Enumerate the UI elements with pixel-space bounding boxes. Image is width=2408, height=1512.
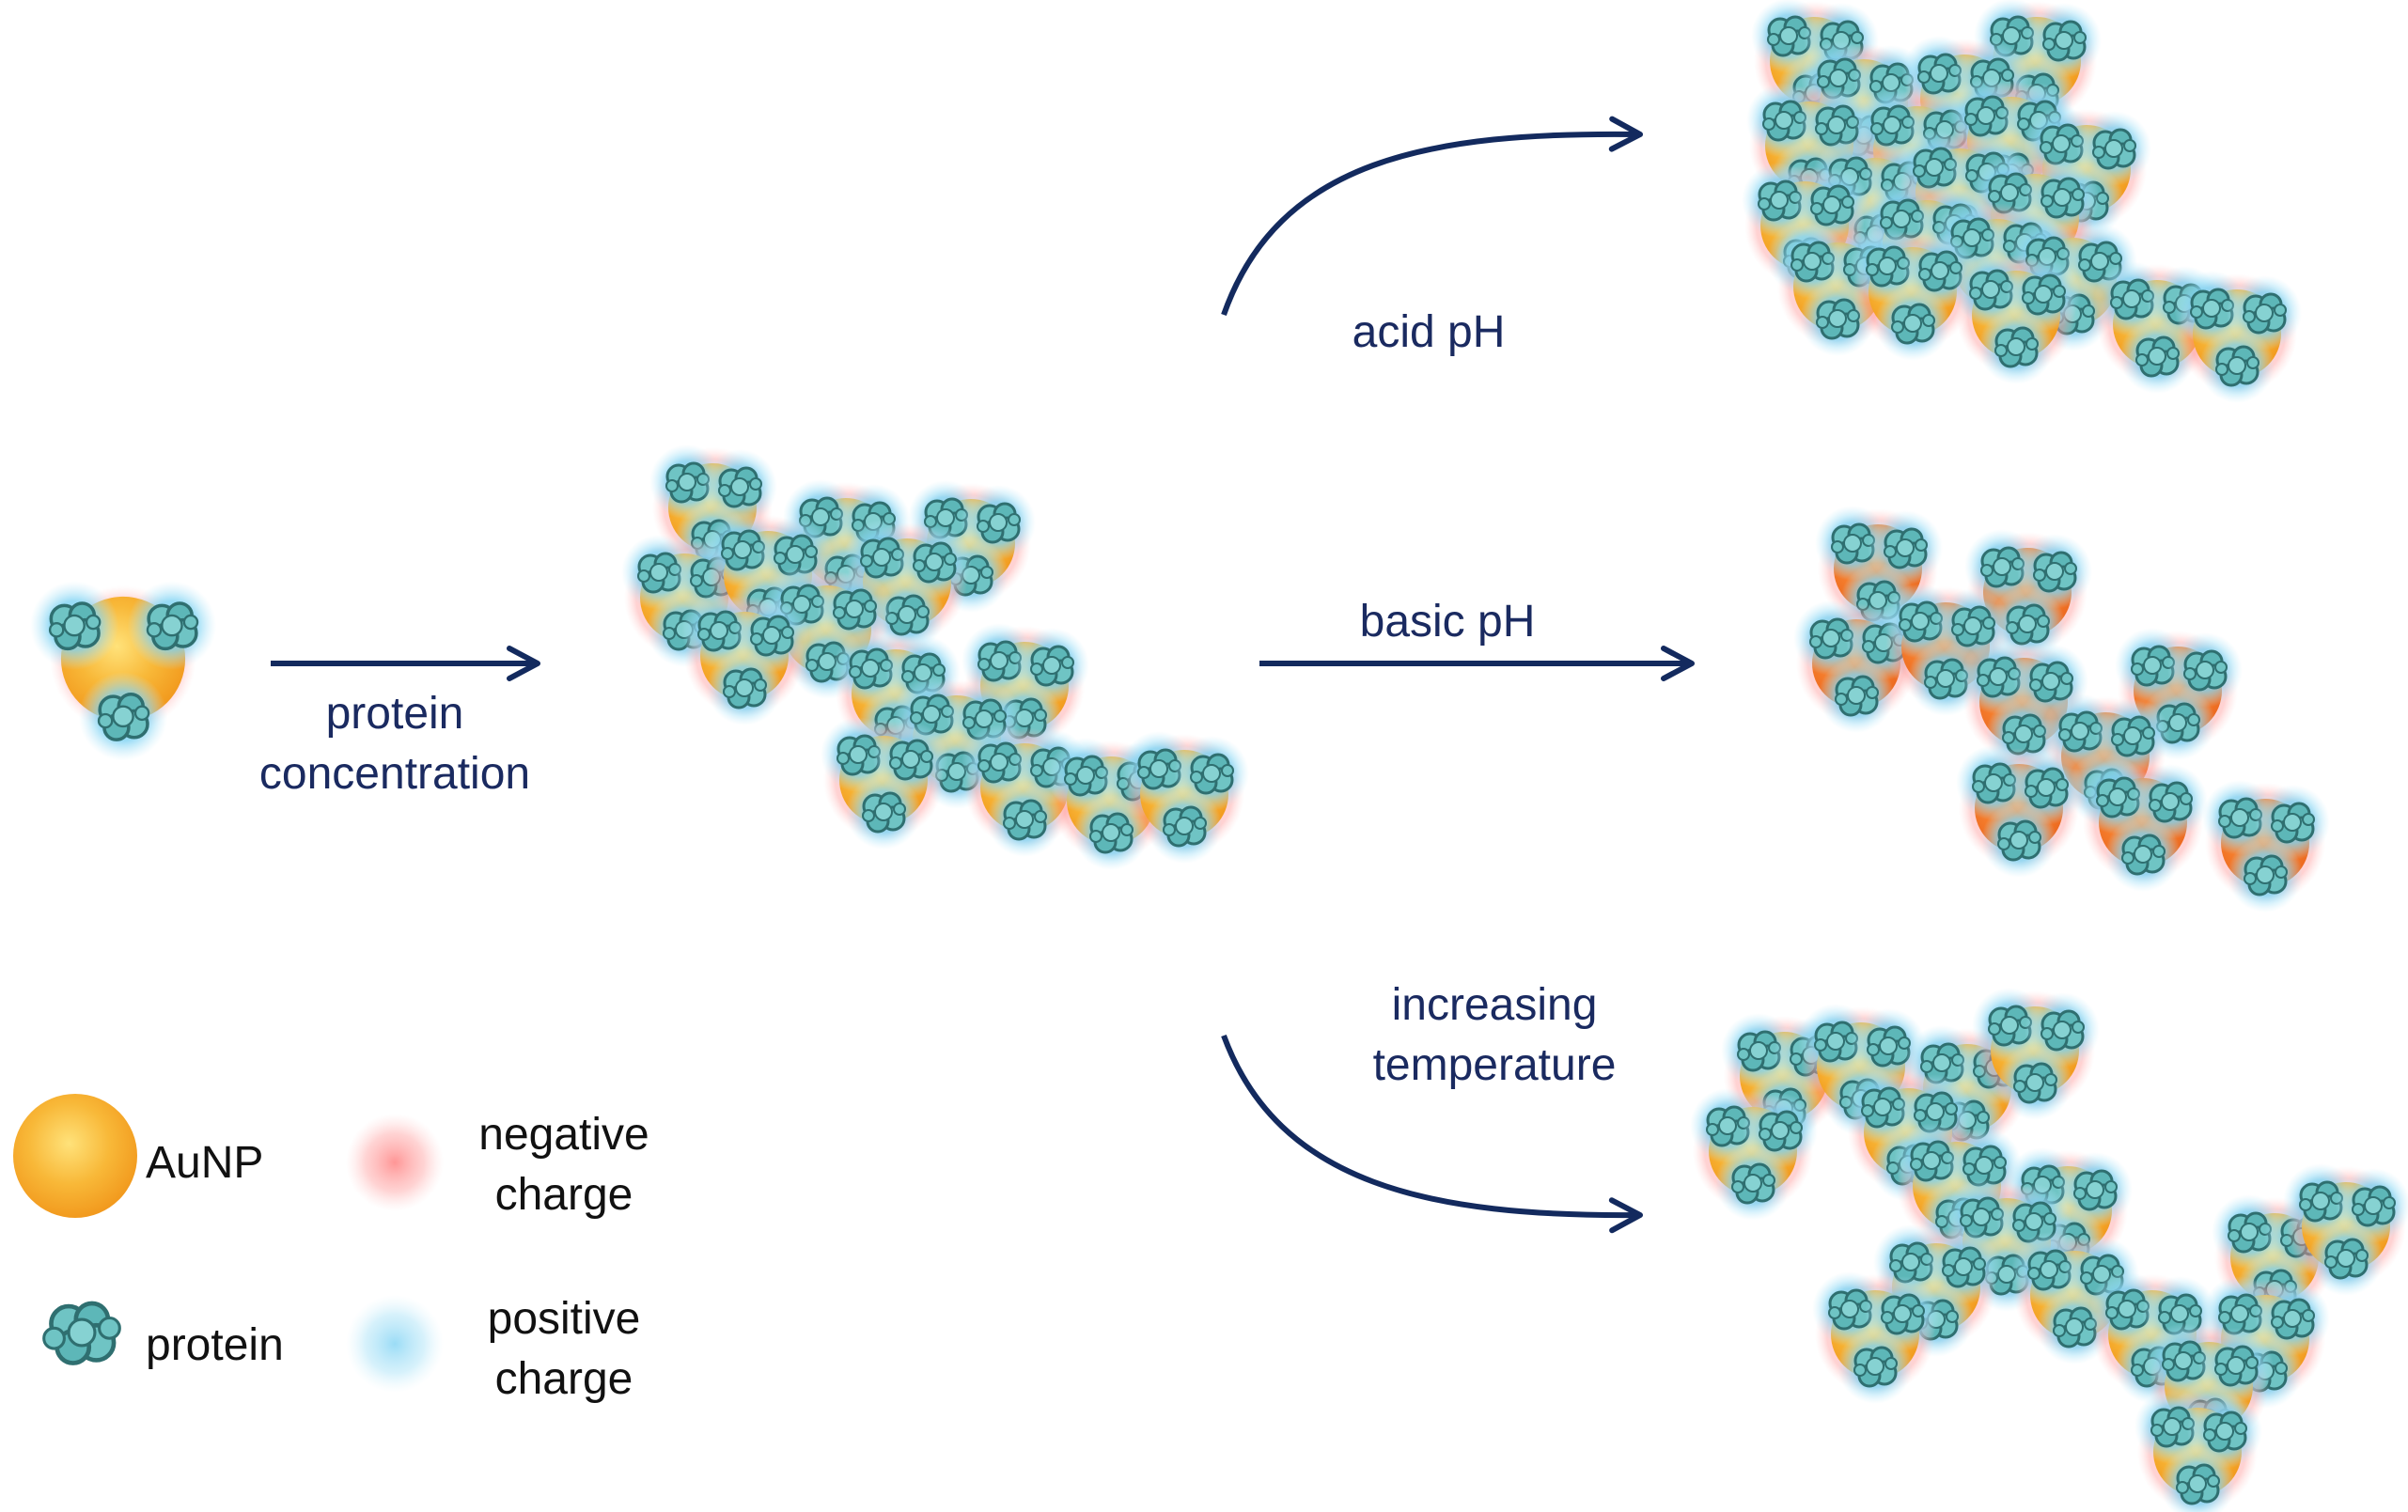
aggregate-increasing-temperature (1690, 988, 2408, 1512)
arrow-increasing-temperature (1221, 1034, 1643, 1234)
label-increasing-temperature-line1: increasing (1391, 980, 1598, 1030)
legend-negative-line1: negative (478, 1110, 649, 1160)
label-increasing-temperature: increasing temperature (1269, 975, 1720, 1096)
legend-protein-label: protein (146, 1320, 284, 1370)
label-increasing-temperature-line2: temperature (1372, 1040, 1617, 1090)
aggregate-acid-ph (1742, 0, 2302, 403)
aggregate-basic-ph (1793, 506, 2330, 912)
legend-negative-charge-icon (346, 1114, 444, 1211)
arrow-acid-ph (1221, 116, 1643, 316)
legend-protein-icon (42, 1301, 121, 1365)
legend-positive-charge-icon (346, 1295, 444, 1393)
label-acid-ph: acid pH (1352, 307, 1506, 357)
legend-negative-line2: charge (494, 1170, 633, 1220)
aggregate-middle (621, 444, 1249, 870)
legend-aunp-label: AuNP (146, 1138, 264, 1188)
single-aunp-with-proteins (28, 579, 218, 763)
label-basic-ph: basic pH (1359, 597, 1536, 647)
label-protein-concentration-line1: protein (325, 689, 464, 739)
legend-aunp-icon (13, 1094, 137, 1218)
legend-positive-line1: positive (487, 1294, 641, 1344)
legend-positive-line2: charge (494, 1354, 633, 1404)
legend-positive-charge-label: positive charge (432, 1289, 696, 1410)
label-protein-concentration-line2: concentration (258, 749, 531, 799)
label-protein-concentration: protein concentration (216, 684, 573, 804)
legend-negative-charge-label: negative charge (432, 1105, 696, 1225)
